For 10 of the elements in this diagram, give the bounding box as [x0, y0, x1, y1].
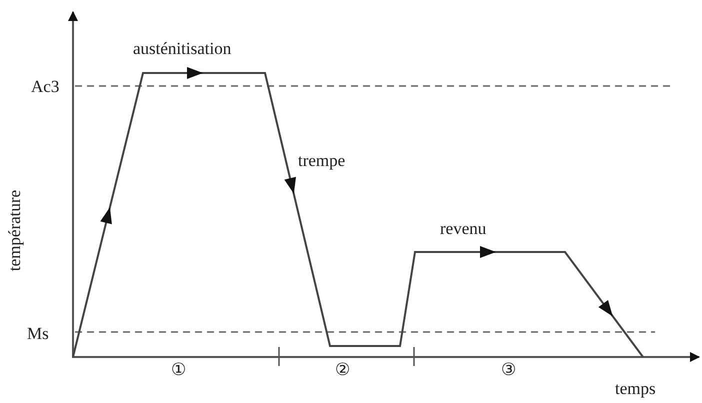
phase-number: ① — [171, 361, 186, 378]
phase-number: ② — [335, 361, 350, 378]
process-label: trempe — [298, 152, 346, 169]
axis-title: température — [6, 190, 24, 272]
phase-number: ③ — [501, 361, 516, 378]
axis-title: temps — [615, 380, 656, 397]
process-label: revenu — [440, 220, 486, 237]
level-label: Ac3 — [31, 78, 60, 95]
process-label: austénitisation — [133, 40, 232, 57]
level-label: Ms — [27, 325, 49, 342]
